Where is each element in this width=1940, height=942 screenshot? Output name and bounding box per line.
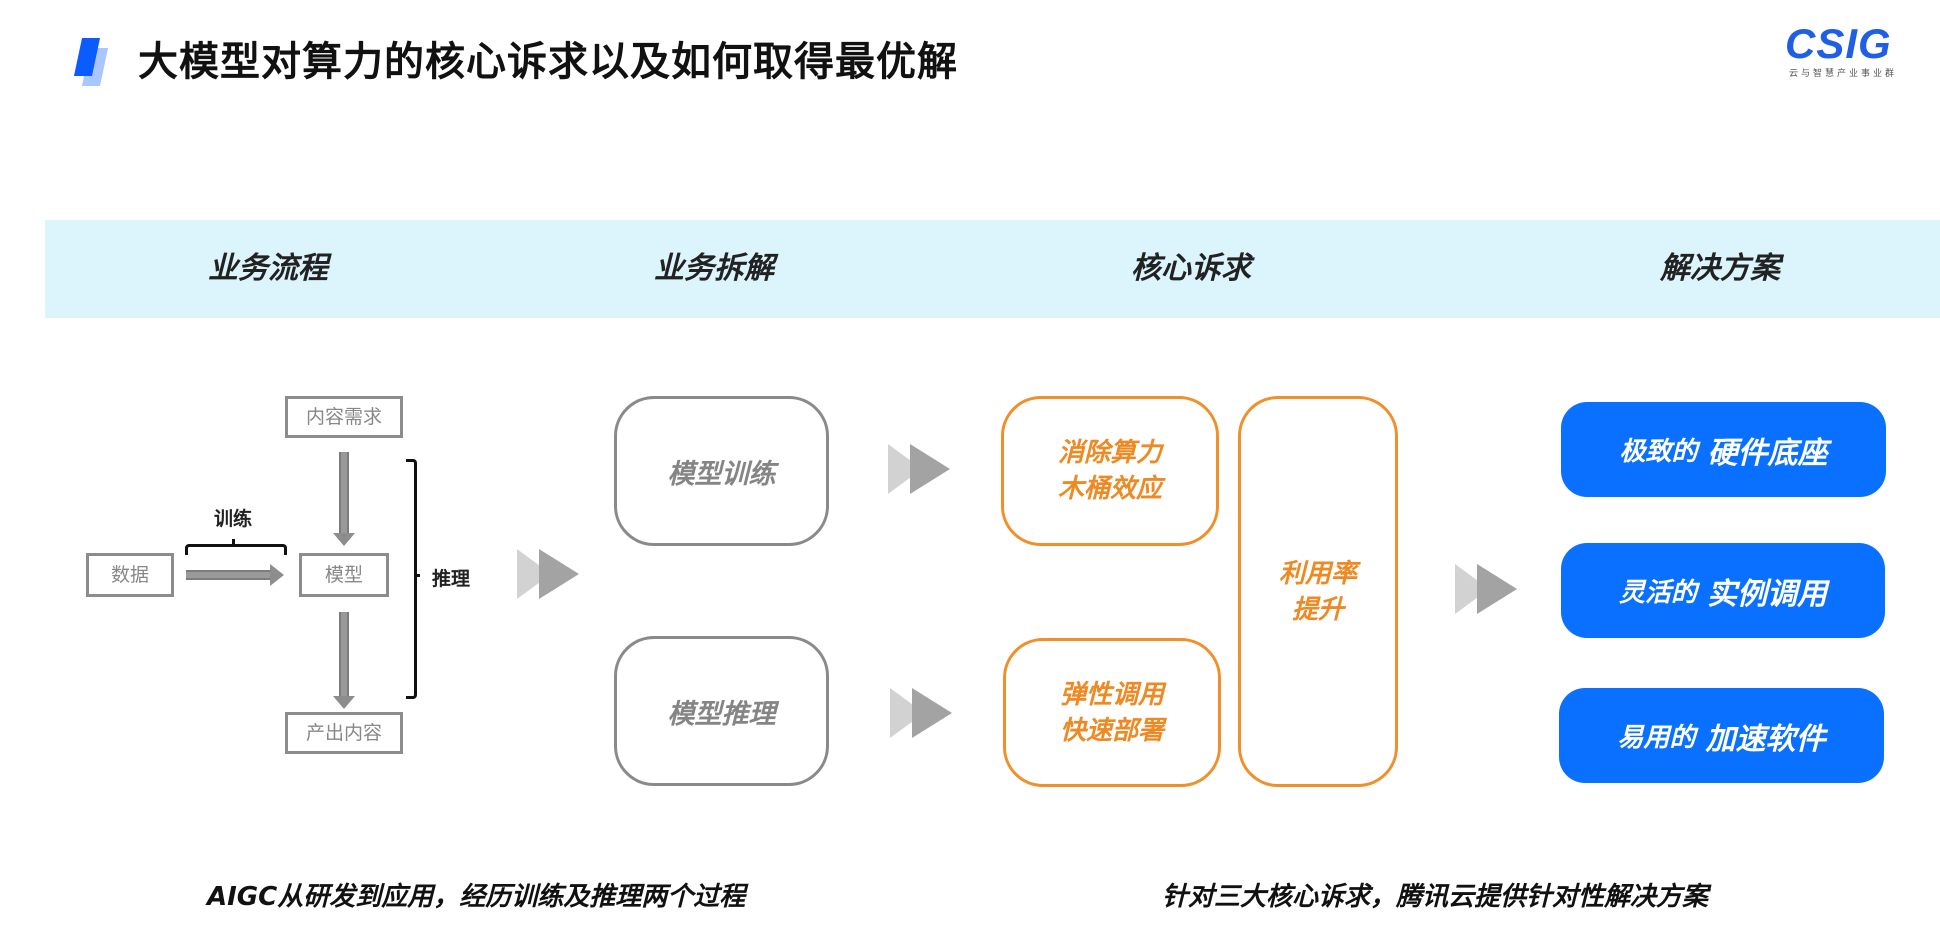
inference-label: 推理	[432, 568, 471, 590]
column-header-process: 业务流程	[208, 251, 328, 286]
training-label: 训练	[214, 508, 253, 530]
model-box: 模型	[299, 553, 389, 597]
training-bracket-tick	[232, 539, 235, 545]
data-to-model-arrow-icon	[186, 570, 272, 580]
data-to-model-arrowhead	[270, 564, 284, 586]
logo-subtitle: 云与智慧产业事业群	[1789, 69, 1898, 79]
csig-logo: CSIG 云与智慧产业事业群	[1785, 20, 1910, 80]
header-band: 业务流程 业务拆解 核心诉求 解决方案	[45, 220, 1940, 318]
demand-line-1: 消除算力	[1057, 438, 1162, 468]
solution-main: 加速软件	[1705, 721, 1826, 757]
solution-main: 硬件底座	[1707, 435, 1828, 471]
column-header-breakdown: 业务拆解	[654, 251, 774, 286]
training-bracket-icon	[185, 544, 287, 555]
title-accent-icon	[73, 38, 114, 86]
demand-line-1: 弹性调用	[1059, 679, 1164, 710]
column-header-demands: 核心诉求	[1131, 251, 1251, 286]
model-training-box: 模型训练	[614, 396, 829, 546]
data-box: 数据	[86, 553, 174, 597]
logo-wordmark: CSIG	[1785, 20, 1892, 67]
model-to-output-arrow-icon	[339, 612, 349, 698]
solution-hardware-button[interactable]: 极致的 硬件底座	[1561, 402, 1886, 497]
double-triangle-right-icon	[1455, 564, 1519, 614]
solution-instance-button[interactable]: 灵活的 实例调用	[1561, 543, 1885, 638]
demand-line-2: 木桶效应	[1057, 474, 1162, 504]
demand-box-utilization: 利用率 提升	[1238, 396, 1398, 787]
output-content-box: 产出内容	[285, 712, 403, 754]
model-inference-box: 模型推理	[614, 636, 829, 786]
caption-right: 针对三大核心诉求，腾讯云提供针对性解决方案	[1162, 882, 1709, 912]
inference-bracket-icon	[406, 459, 417, 699]
demand-line-1: 利用率	[1278, 558, 1357, 589]
demand-box-elastic: 弹性调用 快速部署	[1003, 638, 1221, 787]
column-header-solutions: 解决方案	[1660, 251, 1780, 286]
content-demand-box: 内容需求	[285, 396, 403, 438]
demand-box-bottleneck: 消除算力 木桶效应	[1001, 396, 1219, 546]
model-to-output-arrowhead	[333, 696, 355, 709]
demand-to-model-arrowhead	[333, 533, 355, 546]
solution-prefix: 易用的	[1617, 723, 1696, 753]
double-triangle-right-icon	[888, 444, 952, 494]
double-triangle-right-icon	[890, 688, 954, 738]
demand-line-2: 快速部署	[1059, 715, 1164, 746]
solution-software-button[interactable]: 易用的 加速软件	[1559, 688, 1884, 783]
solution-prefix: 极致的	[1619, 437, 1698, 467]
double-triangle-right-icon	[517, 549, 581, 599]
page-title: 大模型对算力的核心诉求以及如何取得最优解	[138, 39, 958, 85]
inference-bracket-tick	[414, 574, 420, 577]
solution-prefix: 灵活的	[1618, 578, 1697, 608]
caption-left: AIGC从研发到应用，经历训练及推理两个过程	[207, 882, 746, 912]
demand-to-model-arrow-icon	[339, 452, 349, 535]
demand-line-2: 提升	[1291, 594, 1344, 625]
solution-main: 实例调用	[1707, 576, 1827, 612]
